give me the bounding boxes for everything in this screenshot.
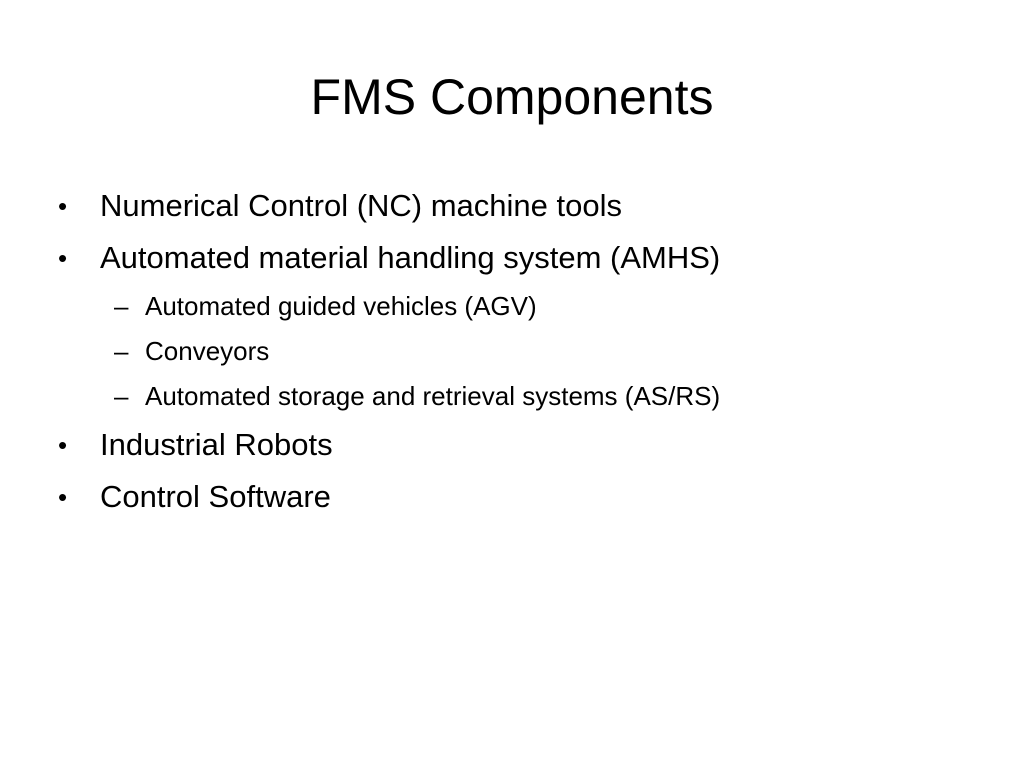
sub-bullet-list: – Automated guided vehicles (AGV) – Conv… <box>58 284 978 419</box>
bullet-text: Numerical Control (NC) machine tools <box>100 188 622 223</box>
sub-bullet-item: – Conveyors <box>58 329 978 374</box>
sub-bullet-text: Conveyors <box>145 336 270 366</box>
dash-icon: – <box>114 381 129 411</box>
bullet-dot-icon: • <box>58 482 68 512</box>
bullet-text: Automated material handling system (AMHS… <box>100 240 721 275</box>
sub-bullet-item: – Automated storage and retrieval system… <box>58 374 978 419</box>
bullet-item: • Industrial Robots <box>58 419 978 471</box>
bullet-text: Industrial Robots <box>100 427 333 462</box>
dash-icon: – <box>114 291 129 321</box>
sub-bullet-item: – Automated guided vehicles (AGV) <box>58 284 978 329</box>
bullet-item: • Control Software <box>58 471 978 523</box>
bullet-item: • Automated material handling system (AM… <box>58 232 978 284</box>
sub-bullet-text: Automated storage and retrieval systems … <box>145 381 721 411</box>
bullet-item: • Numerical Control (NC) machine tools <box>58 180 978 232</box>
sub-list-container: – Automated guided vehicles (AGV) – Conv… <box>58 284 978 419</box>
bullet-text: Control Software <box>100 479 331 514</box>
bullet-dot-icon: • <box>58 430 68 460</box>
bullet-dot-icon: • <box>58 191 68 221</box>
sub-bullet-text: Automated guided vehicles (AGV) <box>145 291 537 321</box>
bullet-list: • Numerical Control (NC) machine tools •… <box>58 180 978 523</box>
slide-title: FMS Components <box>310 69 714 125</box>
bullet-dot-icon: • <box>58 243 68 273</box>
dash-icon: – <box>114 336 129 366</box>
